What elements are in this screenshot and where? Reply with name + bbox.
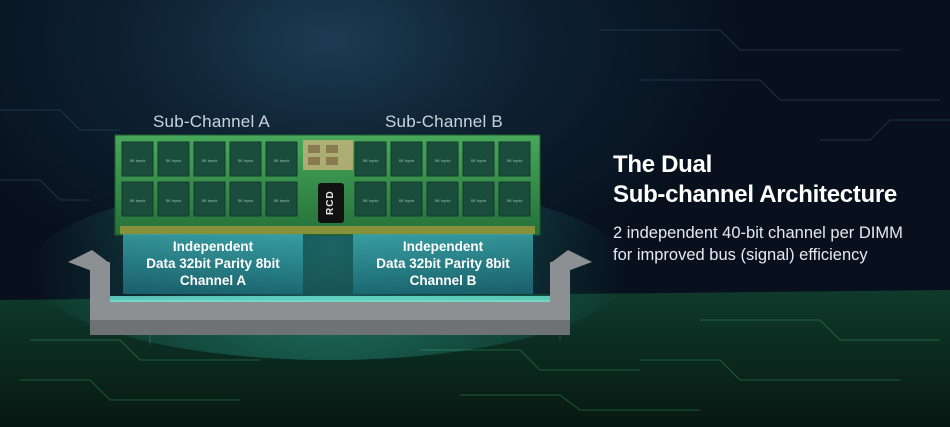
background-traces	[0, 29, 950, 201]
sub-channel-b-label: Sub-Channel B	[385, 112, 503, 131]
memory-chip	[426, 181, 459, 217]
memory-chip	[390, 181, 423, 217]
dimm-pins	[120, 226, 535, 234]
memory-chip-label: SK hynix	[166, 198, 182, 203]
channel-b-line1: Independent	[402, 239, 484, 254]
memory-chip	[229, 181, 262, 217]
channel-b-line2: Data 32bit Parity 8bit	[376, 256, 510, 271]
memory-chip-label: SK hynix	[399, 198, 415, 203]
rcd-chip: RCD	[318, 183, 344, 223]
memory-chip-label: SK hynix	[238, 198, 254, 203]
memory-chip-label: SK hynix	[435, 198, 451, 203]
channel-a-line1: Independent	[172, 239, 254, 254]
memory-chip-label: SK hynix	[435, 158, 451, 163]
memory-chip-label: SK hynix	[130, 198, 146, 203]
description-line2: for improved bus (signal) efficiency	[613, 246, 868, 264]
memory-chip	[498, 181, 531, 217]
memory-chip	[462, 141, 495, 177]
memory-chip	[462, 181, 495, 217]
memory-chip-label: SK hynix	[363, 158, 379, 163]
circuit-traces	[20, 315, 940, 411]
description: 2 independent 40-bit channel per DIMM fo…	[613, 222, 903, 266]
memory-chip-label: SK hynix	[399, 158, 415, 163]
channel-b-line3: Channel B	[409, 273, 477, 288]
memory-chip-label: SK hynix	[238, 158, 254, 163]
memory-chip-label: SK hynix	[274, 198, 290, 203]
memory-chip-label: SK hynix	[202, 158, 218, 163]
memory-chip-label: SK hynix	[471, 198, 487, 203]
memory-chip	[426, 141, 459, 177]
memory-chip-label: SK hynix	[507, 158, 523, 163]
memory-chip-label: SK hynix	[471, 158, 487, 163]
center-components	[303, 140, 353, 170]
memory-chip	[498, 141, 531, 177]
memory-chip	[265, 141, 298, 177]
memory-chip	[390, 141, 423, 177]
memory-chip	[121, 141, 154, 177]
channel-a-line3: Channel A	[179, 273, 247, 288]
memory-chip	[354, 181, 387, 217]
heading: The Dual Sub-channel Architecture	[613, 150, 897, 210]
channel-a-text: Independent Data 32bit Parity 8bit Chann…	[123, 238, 303, 289]
memory-chip	[193, 181, 226, 217]
sub-channel-a-label: Sub-Channel A	[153, 112, 270, 131]
channel-b-box	[353, 234, 533, 294]
channel-b-text: Independent Data 32bit Parity 8bit Chann…	[353, 238, 533, 289]
memory-chips-b: SK hynix SK hynix SK hynix SK hynix SK hynix…	[354, 141, 531, 217]
heading-line1: The Dual	[613, 151, 712, 178]
memory-chips-a: SK hynix SK hynix SK hynix SK hynix SK hynix…	[121, 141, 298, 217]
memory-chip-label: SK hynix	[130, 158, 146, 163]
heading-line2: Sub-channel Architecture	[613, 181, 897, 208]
memory-chip	[193, 141, 226, 177]
memory-chip-label: SK hynix	[274, 158, 290, 163]
memory-chip	[229, 141, 262, 177]
memory-chip	[157, 141, 190, 177]
memory-chip	[265, 181, 298, 217]
description-line1: 2 independent 40-bit channel per DIMM	[613, 224, 903, 242]
memory-chip-label: SK hynix	[363, 198, 379, 203]
memory-chip-label: SK hynix	[202, 198, 218, 203]
memory-chip	[354, 141, 387, 177]
memory-chip	[157, 181, 190, 217]
memory-chip	[121, 181, 154, 217]
memory-chip-label: SK hynix	[507, 198, 523, 203]
channel-a-box	[123, 234, 303, 294]
channel-a-line2: Data 32bit Parity 8bit	[146, 256, 280, 271]
dimm-slot	[68, 250, 592, 335]
memory-chip-label: SK hynix	[166, 158, 182, 163]
